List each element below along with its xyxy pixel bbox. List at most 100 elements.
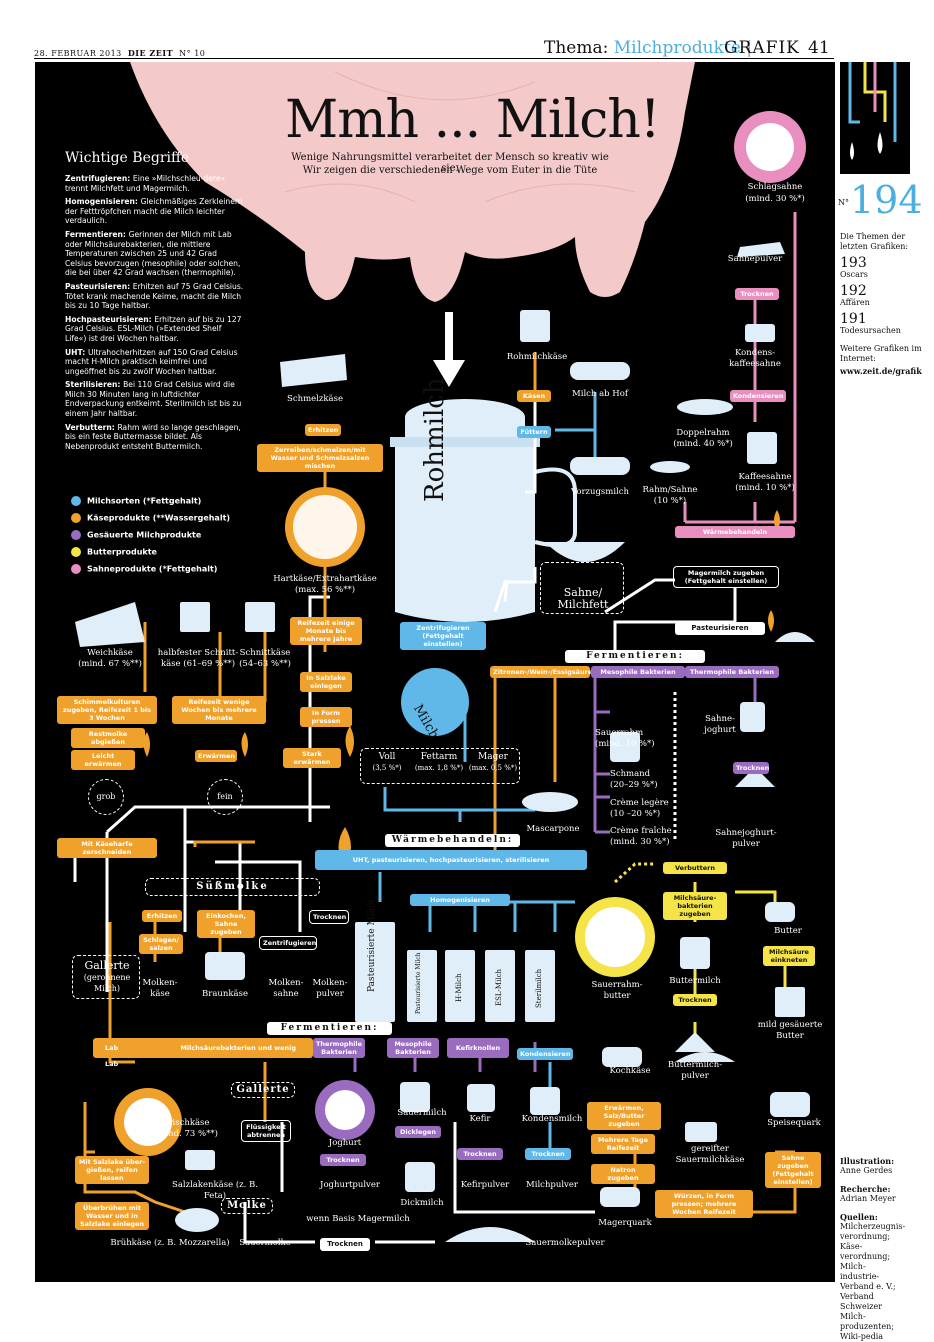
issue-number: N° 10 <box>179 49 206 58</box>
frischkaese-inner <box>124 1098 172 1146</box>
legend-swatch <box>71 530 81 540</box>
sahnejoghurt-label-2: joghurt <box>704 725 736 735</box>
mehrere-tage-box: Mehrere Tage Reifezeit <box>591 1134 655 1154</box>
molkensahne-label: Molken- <box>268 978 304 988</box>
subtitle-2: Wir zeigen die verschiedenen Wege vom Eu… <box>302 165 598 176</box>
graphics-url[interactable]: www.zeit.de/grafik <box>840 366 922 376</box>
zentrifugieren-molke-box: Zentrifugieren <box>259 936 317 950</box>
milchsorten-box: Voll (3,5 %*) Fettarm (max. 1,8 %*) Mage… <box>360 748 520 784</box>
trocknen-sahnejoghurt-box: Trocknen <box>733 762 769 774</box>
sauerrahm-label: Sauerrahm <box>595 728 644 738</box>
mild-gesaeuerte-label-2: Butter <box>776 1031 804 1041</box>
sauerrahm-fat: (mind. 10 %*) <box>595 739 655 749</box>
speisequark-label: Speisequark <box>767 1118 821 1128</box>
fluessigkeit-box: Flüssigkeit abtrennen <box>241 1120 291 1142</box>
suessmolke-header: Süßmolke <box>145 878 320 896</box>
rahm-fat: (10 %*) <box>653 496 687 506</box>
waermebehandeln-header: Wärmebehandeln: <box>385 834 520 847</box>
legend-swatch <box>71 513 81 523</box>
molkensahne-label-2: sahne <box>273 989 299 999</box>
lab-mix-label: Milchsäurebakterien und wenig Lab <box>105 1044 297 1068</box>
header-date: 28. FEBRUAR 2013 DIE ZEIT N° 10 <box>34 48 205 58</box>
doppelrahm-label: Doppelrahm <box>676 428 730 438</box>
trocknen-sahne-box: Trocknen <box>735 288 779 300</box>
illustration-label: Illustration: <box>840 1156 895 1166</box>
molkenpulver-label-2: pulver <box>316 989 344 999</box>
legend-item: Käseprodukte (**Wassergehalt) <box>71 513 230 523</box>
kefirknollen-box: Kefirknollen <box>447 1038 509 1058</box>
dicklegen-box: Dicklegen <box>395 1126 441 1138</box>
glossary-term: Homogenisieren: <box>65 197 141 207</box>
grob-badge: grob <box>88 779 124 815</box>
glossary-text: Erhitzen auf 75 Grad Celsius. Tötet kran… <box>65 281 244 311</box>
schmelzkaese-label: Schmelzkäse <box>287 394 343 404</box>
rohmilch-label: Rohmilch <box>420 377 450 502</box>
glossary-heading: Wichtige Begriffe <box>65 150 190 166</box>
joghurtpulver-label: Joghurtpulver <box>320 1180 380 1190</box>
voll-fat: (3,5 %*) <box>372 764 402 772</box>
creme-legere-fat: (10 –20 %*) <box>610 809 661 819</box>
subtitle-1: Wenige Nahrungsmittel verarbeitet der Me… <box>291 152 609 174</box>
trocknen-joghurt-box: Trocknen <box>320 1154 366 1166</box>
milk-drops-icon <box>848 62 897 160</box>
sidebar: N° 194 Die Themen der letzten Grafiken: … <box>838 62 934 1341</box>
page-title: Mmh ... Milch! <box>285 90 661 150</box>
uht-box: UHT, pasteurisieren, hochpasteurisieren,… <box>315 850 587 870</box>
legend-label: Käseprodukte (**Wassergehalt) <box>87 513 231 523</box>
sauerrahmbutter-label: Sauerrahm- <box>591 980 643 990</box>
creme-fraiche-fat: (mind. 30 %*) <box>610 837 670 847</box>
schlagen-box: Schlagen/ salzen <box>139 934 183 954</box>
theme-prefix: Thema: <box>544 38 609 58</box>
natron-box: Natron zugeben <box>591 1164 655 1184</box>
molkenkaese-label-2: käse <box>150 989 170 999</box>
reifezeit-wenige-box: Reifezeit wenige Wochen bis mehrere Mona… <box>172 696 266 724</box>
homogenisieren-box: Homogenisieren <box>410 894 510 906</box>
fermentieren-header: Fermentieren: <box>565 650 705 663</box>
reifezeit-hart-box: Reifezeit einige Monate bis mehrere Jahr… <box>290 617 362 645</box>
recherche-label: Recherche: <box>840 1184 891 1194</box>
kefirpulver-label: Kefirpulver <box>460 1180 510 1190</box>
kefir-label: Kefir <box>469 1114 491 1124</box>
sahnejoghurtpulver-label: Sahnejoghurt- <box>715 828 777 838</box>
sahnepulver-label: Sahnepulver <box>727 254 783 264</box>
schnittkaese-label: Schnittkäse <box>239 648 291 658</box>
wenn-basis-label: wenn Basis Magermilch <box>306 1214 410 1224</box>
verbuttern-box: Verbuttern <box>663 862 727 874</box>
bruehkaese-label: Brühkäse (z. B. Mozzarella) <box>110 1238 230 1248</box>
legend-item: Butterprodukte <box>71 547 157 557</box>
date-text: 28. FEBRUAR 2013 <box>34 49 122 58</box>
milch-circle <box>401 668 469 736</box>
dashed-line-butter <box>613 862 655 884</box>
sahne-zugeben-box: Sahne zugeben (Fettgehalt einstellen) <box>765 1152 821 1188</box>
gallerte-label: Gallerte <box>84 959 130 972</box>
trocknen-kondens-box: Trocknen <box>525 1148 571 1160</box>
purple-flow-lines <box>353 672 757 1072</box>
gallerte-label-3: Milch) <box>93 984 121 993</box>
prev-theme-number: 192 <box>840 283 867 299</box>
leicht-erwaermen-box: Leicht erwärmen <box>71 750 135 770</box>
halbfest-label-2: käse (61–69 %**) <box>160 659 236 669</box>
trocknen-sauermolke-box: Trocknen <box>320 1238 370 1251</box>
glossary-term: UHT: <box>65 347 88 357</box>
joghurt-inner <box>325 1090 365 1130</box>
fettarm-fat: (max. 1,8 %*) <box>414 764 464 772</box>
pasteurisierte-milch-label: Pasteurisierte Milch <box>367 899 377 992</box>
mager-fat: (max. 0,5 %*) <box>468 764 518 772</box>
kondenskaffeesahne-label-2: kaffeesahne <box>729 359 781 369</box>
page-number: 41 <box>808 38 830 58</box>
prev-theme-label: Todesursachen <box>840 326 901 335</box>
zitronen-box: Zitronen-/Wein-/Essigsäure <box>490 666 592 678</box>
mascarpone-label: Mascarpone <box>526 824 580 834</box>
schimmel-box: Schimmelkulturen zugeben, Reifezeit 1 bi… <box>57 696 157 724</box>
frischkaese-label: Frischkäse <box>162 1118 210 1128</box>
molkenkaese-label: Molken- <box>142 978 178 988</box>
glossary-term: Zentrifugieren: <box>65 174 133 183</box>
mager-label: Mager <box>478 752 508 762</box>
gallerte-header: Gallerte <box>231 1082 295 1098</box>
glossary-text: Gerinnen der Milch mit Lab oder Milchsäu… <box>65 229 241 278</box>
buttermilchpulver-label: Buttermilch- <box>667 1060 723 1070</box>
glossary-item: Fermentieren: Gerinnen der Milch mit Lab… <box>65 230 245 278</box>
kochkaese-label: Kochkäse <box>609 1066 651 1076</box>
glossary-term: Pasteurisieren: <box>65 281 133 291</box>
glossary-item: Hochpasteurisieren: Erhitzen auf bis zu … <box>65 315 245 344</box>
